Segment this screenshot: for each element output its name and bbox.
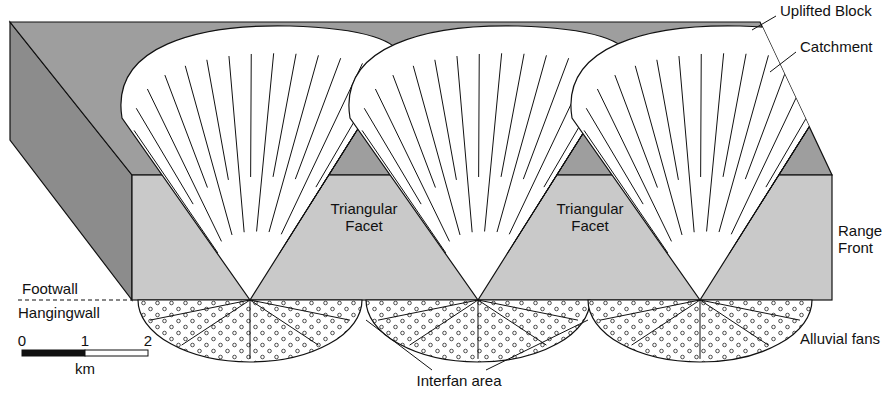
drainage-line <box>257 53 274 231</box>
fault-line <box>18 299 132 300</box>
drainage-line <box>375 89 449 241</box>
scale-bar-white <box>85 350 148 356</box>
alluvial-fan <box>366 300 590 362</box>
drainage-line <box>731 63 812 234</box>
drainage-line <box>507 132 583 253</box>
drainage-line <box>657 60 679 180</box>
drainage-line <box>136 108 193 204</box>
fan-channel <box>700 300 768 345</box>
side-label: Footwall <box>22 280 78 297</box>
fan-channel <box>478 300 546 345</box>
drainage-line <box>478 54 480 177</box>
scale-number: 1 <box>81 332 89 349</box>
drainage-line <box>766 74 832 187</box>
drainage-line <box>523 58 568 179</box>
drainage-line <box>207 60 229 180</box>
callout-label: Interfan area <box>416 372 501 389</box>
drainage-line <box>185 66 232 235</box>
alluvial-fans <box>138 300 812 362</box>
drainage-line <box>413 66 460 235</box>
scale-number: 2 <box>144 332 152 349</box>
drainage-line <box>679 56 694 232</box>
facet-label: Triangular Facet <box>319 200 409 235</box>
drainage-line <box>745 58 790 179</box>
facet-label: Triangular Facet <box>545 200 635 235</box>
fan-channel <box>250 300 251 359</box>
scale-unit: km <box>75 360 95 377</box>
drainage-line <box>269 55 318 232</box>
drainage-line <box>250 54 252 177</box>
facet-label-box: Triangular Facet <box>319 200 409 235</box>
fan-channel <box>150 300 250 320</box>
drainage-line <box>723 54 746 177</box>
drainage-line <box>229 56 244 232</box>
leader-line <box>770 52 796 72</box>
catchment <box>121 26 400 300</box>
drainage-line <box>435 60 457 180</box>
alluvial-fan <box>138 300 362 362</box>
fan-channel <box>378 300 478 320</box>
fan-channel <box>700 300 701 359</box>
leader-line <box>486 320 588 370</box>
drainage-line <box>719 55 768 232</box>
leader-line <box>366 320 432 370</box>
drainage-line <box>279 132 355 253</box>
drainage-line <box>615 75 658 187</box>
drainage-line <box>165 75 208 187</box>
drainage-line <box>147 89 221 241</box>
scale-number: 0 <box>18 332 26 349</box>
fan-channel <box>250 300 318 345</box>
drainage-line <box>497 55 546 232</box>
drainage-line <box>485 53 502 231</box>
alluvial-fan <box>588 300 812 362</box>
callout-label: Uplifted Block <box>780 2 872 19</box>
drainage-line <box>707 53 724 231</box>
drainage-line <box>635 66 682 235</box>
drainage-line <box>586 108 643 204</box>
drainage-line <box>700 54 702 177</box>
drainage-line <box>501 54 524 177</box>
callout-label: Range Front <box>838 222 892 257</box>
drainage-line <box>393 75 436 187</box>
catchments <box>121 26 850 300</box>
drainage-line <box>457 56 472 232</box>
drainage-line <box>364 108 421 204</box>
callout-label: Alluvial fans <box>800 330 880 347</box>
fan-channel <box>600 300 700 320</box>
facet-label-box: Triangular Facet <box>545 200 635 235</box>
drainage-line <box>729 132 805 253</box>
side-label: Hangingwall <box>18 304 100 321</box>
catchment <box>571 26 850 300</box>
leader-line <box>752 16 776 30</box>
drainage-line <box>273 54 296 177</box>
fan-channel <box>478 300 479 359</box>
drainage-line <box>295 58 340 179</box>
callout-label: Catchment <box>800 38 873 55</box>
scale-bar-black <box>22 350 85 356</box>
